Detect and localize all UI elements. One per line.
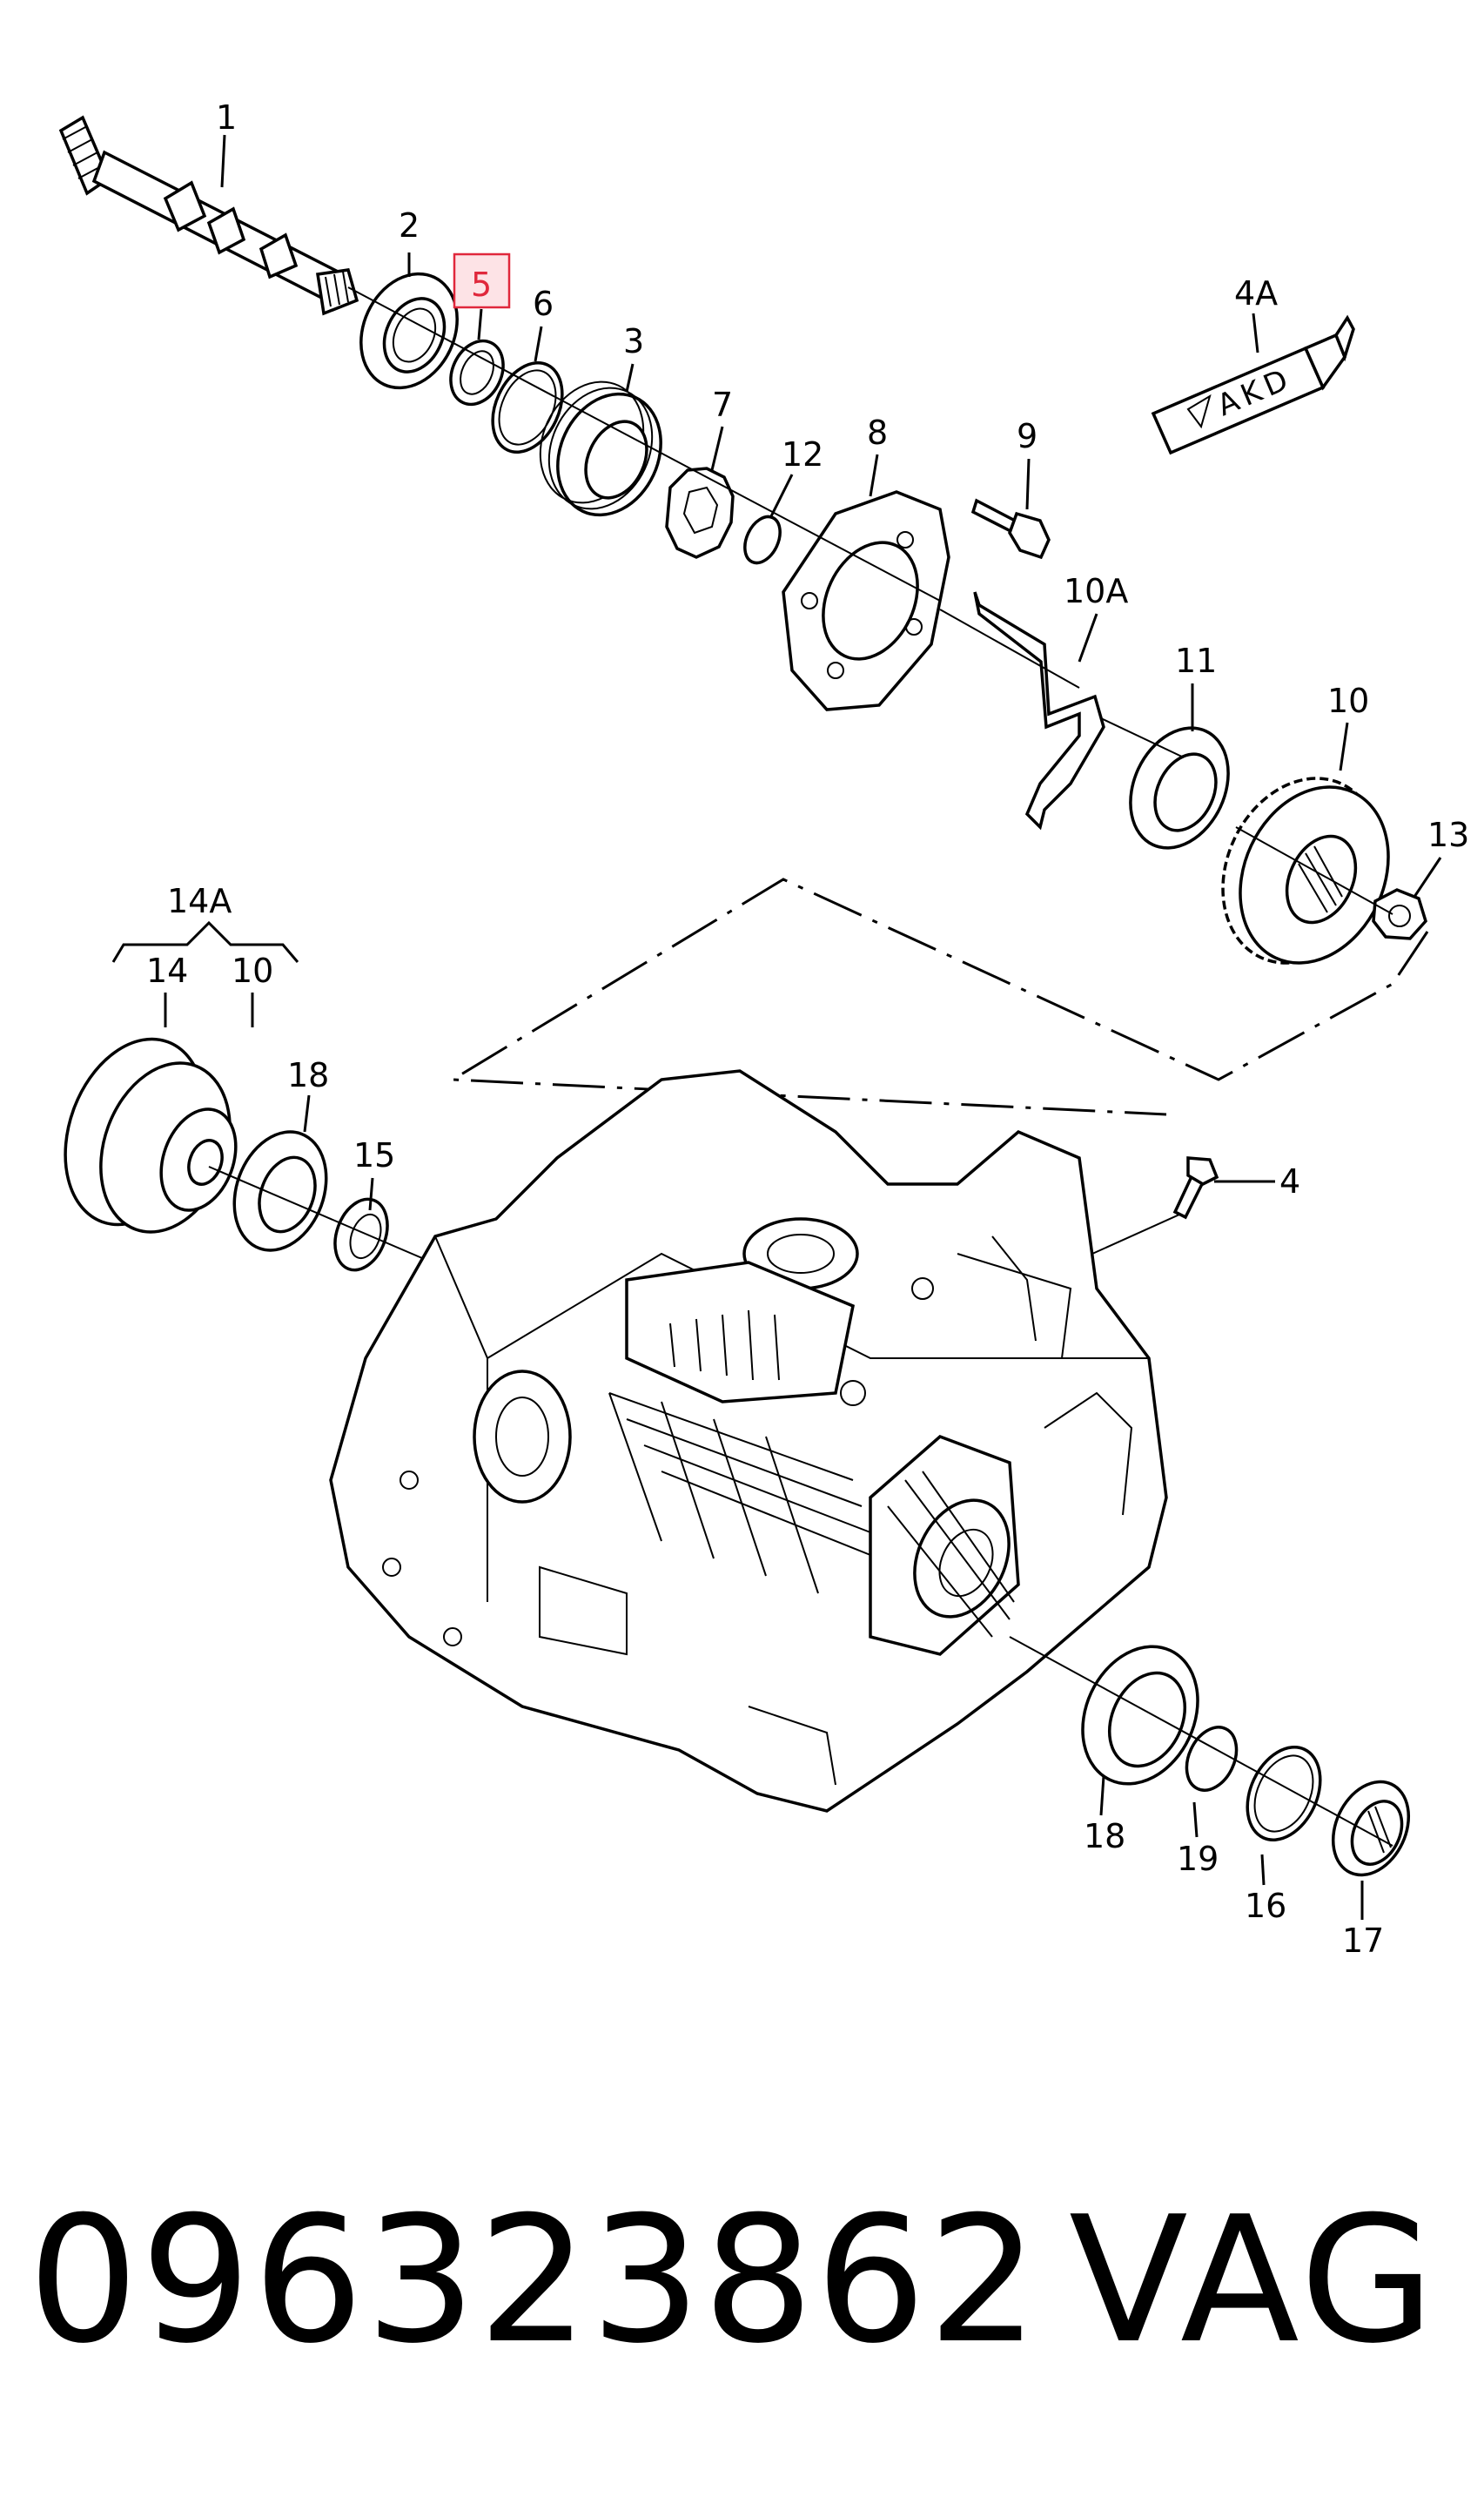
threaded-ring-part-3 bbox=[539, 380, 662, 517]
seal-part-17 bbox=[1331, 1780, 1411, 1877]
callout-11: 11 bbox=[1175, 642, 1217, 680]
gear-cluster-part-14 bbox=[64, 1037, 238, 1234]
callout-3: 3 bbox=[623, 322, 644, 360]
callout-12: 12 bbox=[782, 435, 823, 474]
callout-4a: 4A bbox=[1234, 274, 1278, 313]
callout-13: 13 bbox=[1427, 816, 1469, 854]
shim-part-16 bbox=[1246, 1746, 1322, 1841]
callout-5: 5 bbox=[471, 266, 492, 304]
selector-segment-part-10a bbox=[973, 591, 1105, 831]
seal-part-15 bbox=[333, 1197, 389, 1272]
callout-1: 1 bbox=[216, 98, 237, 137]
callout-6: 6 bbox=[533, 285, 554, 323]
callout-10a: 10A bbox=[1064, 572, 1128, 610]
callout-15: 15 bbox=[353, 1136, 395, 1175]
bearing-part-18-left bbox=[232, 1130, 328, 1252]
leader-lines bbox=[111, 134, 1442, 1920]
bolt-part-9 bbox=[970, 498, 1051, 560]
callout-8: 8 bbox=[867, 414, 888, 452]
screw-part-4 bbox=[1172, 1156, 1219, 1220]
cover-plate-part-8 bbox=[782, 490, 950, 711]
callout-14a: 14A bbox=[167, 882, 232, 920]
circlip-part-12 bbox=[743, 515, 782, 565]
highlight-box-callout-5 bbox=[453, 252, 511, 309]
callout-4: 4 bbox=[1279, 1162, 1300, 1201]
bearing-part-18-right bbox=[1081, 1645, 1199, 1786]
circlip-part-19 bbox=[1185, 1726, 1239, 1792]
part-number: 096323862 bbox=[28, 2179, 1041, 2382]
brand-name: VAG bbox=[1069, 2179, 1439, 2382]
callout-18-left: 18 bbox=[287, 1056, 329, 1094]
callout-17: 17 bbox=[1342, 1922, 1384, 1960]
ring-part-5 bbox=[449, 339, 505, 407]
callout-9: 9 bbox=[1017, 417, 1037, 455]
nut-part-13 bbox=[1372, 888, 1427, 940]
callout-16: 16 bbox=[1245, 1887, 1286, 1925]
callout-19: 19 bbox=[1177, 1840, 1219, 1878]
gear-part-10 bbox=[1221, 777, 1390, 965]
callout-labels: 1 2 5 6 3 7 12 8 9 4A 10A 11 10 13 14A 1… bbox=[146, 98, 1469, 1960]
footer: 096323862 VAG bbox=[0, 2159, 1484, 2403]
shaft-part-1 bbox=[58, 115, 359, 316]
lock-plate-part-7 bbox=[665, 467, 735, 559]
callout-14-10: 10 bbox=[232, 952, 273, 990]
callout-10: 10 bbox=[1327, 682, 1369, 720]
callout-2: 2 bbox=[399, 206, 420, 245]
bearing-part-11 bbox=[1129, 726, 1230, 850]
sealing-tube-part-4a: AKD bbox=[1151, 314, 1355, 455]
gearbox-housing bbox=[329, 1069, 1168, 1813]
callout-18-right: 18 bbox=[1084, 1817, 1125, 1855]
callout-7: 7 bbox=[712, 386, 733, 424]
bearing-part-2 bbox=[359, 272, 459, 390]
callout-14: 14 bbox=[146, 952, 188, 990]
